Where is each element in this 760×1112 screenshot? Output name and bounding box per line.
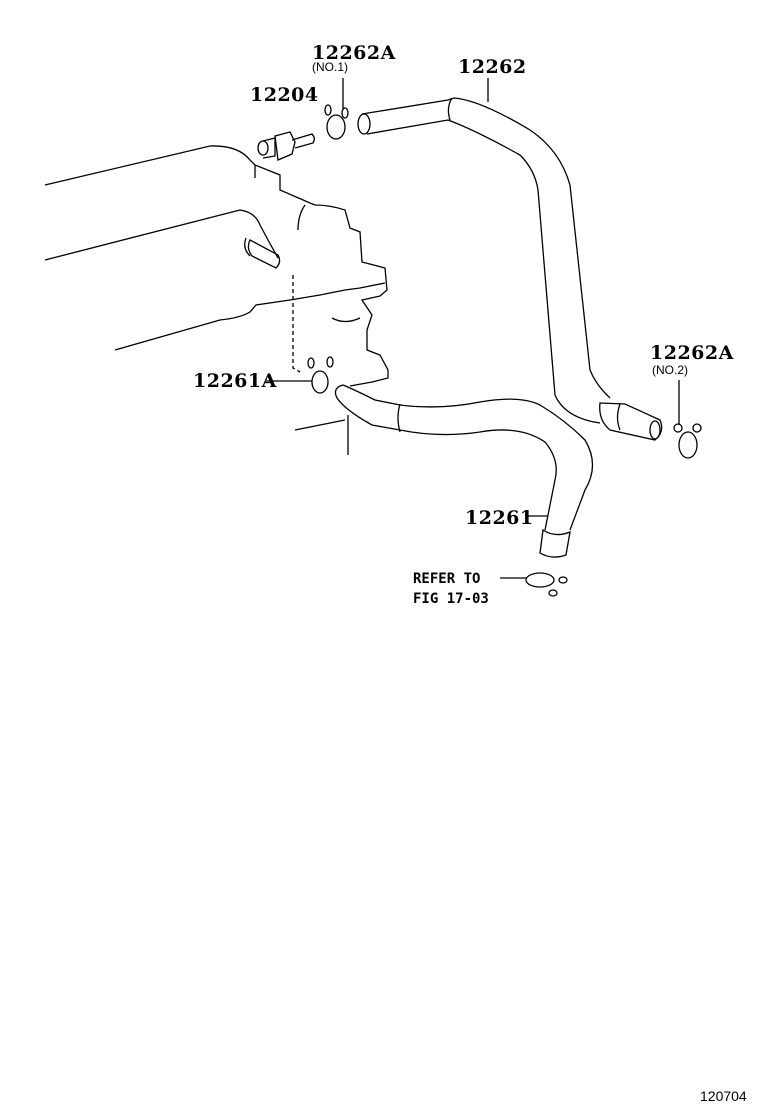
- hose-12261-drawing: [334, 384, 594, 558]
- part-note-no2: (NO.2): [652, 363, 688, 377]
- part-label-12262A-no2[interactable]: 12262A: [650, 342, 734, 364]
- reference-text-line1[interactable]: REFER TO: [413, 571, 481, 587]
- stud-fitting: [244, 237, 281, 269]
- reference-clamp-drawing: [500, 572, 568, 597]
- part-label-12261[interactable]: 12261: [465, 507, 534, 529]
- figure-code: 120704: [700, 1088, 747, 1104]
- part-label-12262[interactable]: 12262: [458, 56, 527, 78]
- pcv-valve-drawing: [257, 131, 315, 161]
- reference-text-line2[interactable]: FIG 17-03: [413, 591, 489, 607]
- clamp-lower-drawing: [266, 356, 334, 394]
- hose-12262-drawing: [357, 78, 663, 441]
- clamp-no2-drawing: [673, 380, 702, 459]
- part-label-12262A-no1[interactable]: 12262A: [312, 42, 396, 64]
- part-label-12204[interactable]: 12204: [250, 84, 319, 106]
- clamp-no1-drawing: [324, 78, 349, 140]
- part-label-12261A[interactable]: 12261A: [193, 370, 277, 392]
- cylinder-head-outline: [44, 145, 389, 455]
- part-note-no1: (NO.1): [312, 60, 348, 74]
